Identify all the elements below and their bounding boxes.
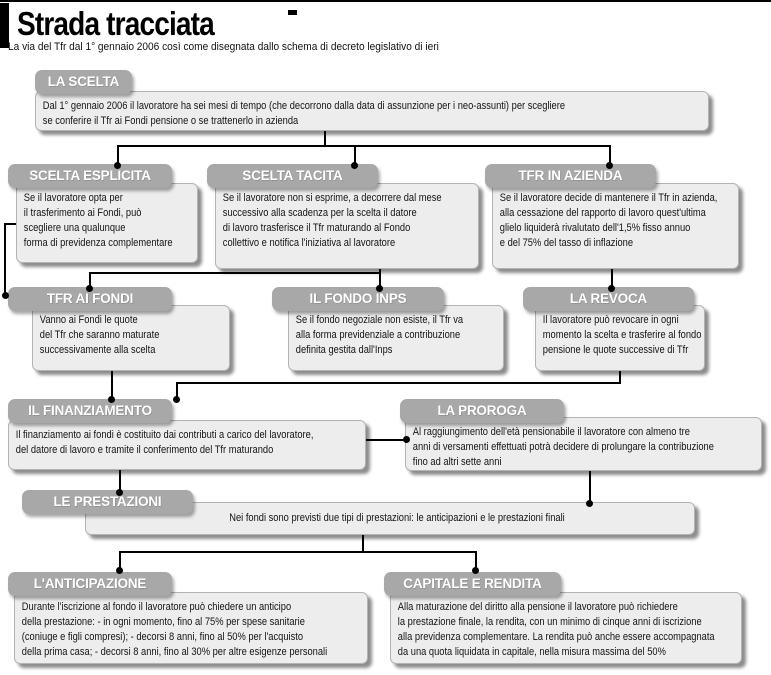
node-la-proroga-header: LA PROROGA <box>400 399 564 423</box>
connector-dot <box>586 500 593 507</box>
node-l-anticipazione-text: Durante l'iscrizione al fondo il lavorat… <box>21 601 328 658</box>
node-la-proroga-label: LA PROROGA <box>437 403 527 418</box>
node-le-prestazioni-text: Nei fondi sono previsti due tipi di pres… <box>229 512 565 524</box>
connector-dot <box>351 162 358 169</box>
connector-dot <box>472 567 479 574</box>
connector-line <box>362 439 407 441</box>
node-capitale-e-rendita-label: CAPITALE E RENDITA <box>403 576 542 591</box>
node-l-anticipazione-body: Durante l'iscrizione al fondo il lavorat… <box>14 592 368 664</box>
connector-line <box>609 145 611 167</box>
connector-line <box>117 145 119 167</box>
node-tfr-in-azienda-header: TFR IN AZIENDA <box>485 164 656 188</box>
node-scelta-tacita-label: SCELTA TACITA <box>242 168 343 183</box>
node-la-revoca-header: LA REVOCA <box>523 287 694 311</box>
connector-line <box>89 272 91 289</box>
node-l-anticipazione-label: L'ANTICIPAZIONE <box>33 576 147 591</box>
node-le-prestazioni-header: LE PRESTAZIONI <box>22 490 193 514</box>
connector-dot <box>403 436 410 443</box>
connector-line <box>379 267 381 289</box>
node-la-revoca-text: Il lavoratore può revocare in ogni momen… <box>542 314 702 356</box>
node-scelta-tacita-body: Se il lavoratore non si esprime, a decor… <box>215 183 479 269</box>
node-il-finanziamento-label: IL FINANZIAMENTO <box>28 403 152 418</box>
connector-dot <box>606 162 613 169</box>
node-il-fondo-inps-label: IL FONDO INPS <box>309 291 407 306</box>
connector-dot <box>608 285 615 292</box>
node-la-scelta-header: LA SCELTA <box>35 70 132 94</box>
node-la-scelta-label: LA SCELTA <box>47 74 120 89</box>
connector-line <box>176 382 178 400</box>
page-title: Strada tracciata <box>17 5 215 42</box>
node-tfr-ai-fondi-text: Vanno ai Fondi le quote del Tfr che sara… <box>39 314 160 356</box>
connector-line <box>475 551 477 571</box>
connector-line <box>611 267 613 289</box>
node-scelta-esplicita-label: SCELTA ESPLICITA <box>29 168 151 183</box>
node-la-revoca-label: LA REVOCA <box>569 291 648 306</box>
registration-tick <box>288 10 297 15</box>
node-capitale-e-rendita-body: Alla maturazione del diritto alla pensio… <box>390 592 742 664</box>
connector-dot <box>108 396 115 403</box>
corner-bar <box>0 3 9 48</box>
node-il-finanziamento-header: IL FINANZIAMENTO <box>8 399 172 423</box>
connector-dot <box>116 567 123 574</box>
connector-dot <box>86 285 93 292</box>
page-subtitle: La via del Tfr dal 1° gennaio 2006 così … <box>8 41 439 53</box>
node-il-fondo-inps-text: Se il fondo negoziale non esiste, il Tfr… <box>295 314 464 356</box>
connector-dot <box>2 292 9 299</box>
connector-dot <box>376 285 383 292</box>
node-tfr-in-azienda-label: TFR IN AZIENDA <box>518 168 623 183</box>
node-tfr-ai-fondi-body: Vanno ai Fondi le quote del Tfr che sara… <box>32 305 230 371</box>
node-le-prestazioni-label: LE PRESTAZIONI <box>53 494 162 509</box>
node-la-scelta-body: Dal 1° gennaio 2006 il lavoratore ha sei… <box>35 91 709 131</box>
node-la-proroga-text: Al raggiungimento dell'età pensionabile … <box>412 426 714 468</box>
connector-line <box>4 223 17 225</box>
connector-line <box>4 223 6 295</box>
node-la-revoca-body: Il lavoratore può revocare in ogni momen… <box>535 305 705 371</box>
node-l-anticipazione-header: L'ANTICIPAZIONE <box>8 572 172 596</box>
connector-line <box>119 551 121 571</box>
node-scelta-tacita-header: SCELTA TACITA <box>207 164 378 188</box>
node-il-finanziamento-body: Il finanziamento ai fondi è costituito d… <box>8 420 366 470</box>
node-il-fondo-inps-header: IL FONDO INPS <box>272 287 444 311</box>
connector-line <box>362 533 364 553</box>
node-capitale-e-rendita-text: Alla maturazione del diritto alla pensio… <box>397 601 715 658</box>
connector-line <box>354 145 356 167</box>
node-la-scelta-text: Dal 1° gennaio 2006 il lavoratore ha sei… <box>42 100 566 127</box>
node-tfr-ai-fondi-label: TFR AI FONDI <box>46 291 134 306</box>
node-la-proroga-body: Al raggiungimento dell'età pensionabile … <box>405 417 762 471</box>
node-scelta-esplicita-text: Se il lavoratore opta per il trasferimen… <box>23 192 173 249</box>
connector-line <box>89 272 381 274</box>
node-tfr-in-azienda-text: Se il lavoratore decide di mantenere il … <box>499 192 718 249</box>
connector-line <box>589 469 591 504</box>
node-il-finanziamento-text: Il finanziamento ai fondi è costituito d… <box>15 429 314 456</box>
connector-line <box>324 129 326 147</box>
node-il-fondo-inps-body: Se il fondo negoziale non esiste, il Tfr… <box>288 305 504 371</box>
node-scelta-esplicita-header: SCELTA ESPLICITA <box>8 164 172 188</box>
node-capitale-e-rendita-header: CAPITALE E RENDITA <box>384 572 561 596</box>
connector-line <box>117 145 611 147</box>
node-scelta-esplicita-body: Se il lavoratore opta per il trasferimen… <box>16 183 198 263</box>
connector-line <box>119 468 121 493</box>
connector-dot <box>116 489 123 496</box>
connector-dot <box>114 162 121 169</box>
connector-line <box>119 551 477 553</box>
connector-line <box>176 382 621 384</box>
connector-line <box>619 369 621 384</box>
connector-dot <box>173 396 180 403</box>
top-rule <box>0 0 771 2</box>
node-scelta-tacita-text: Se il lavoratore non si esprime, a decor… <box>222 192 442 249</box>
node-tfr-in-azienda-body: Se il lavoratore decide di mantenere il … <box>492 183 739 269</box>
connector-line <box>111 369 113 400</box>
